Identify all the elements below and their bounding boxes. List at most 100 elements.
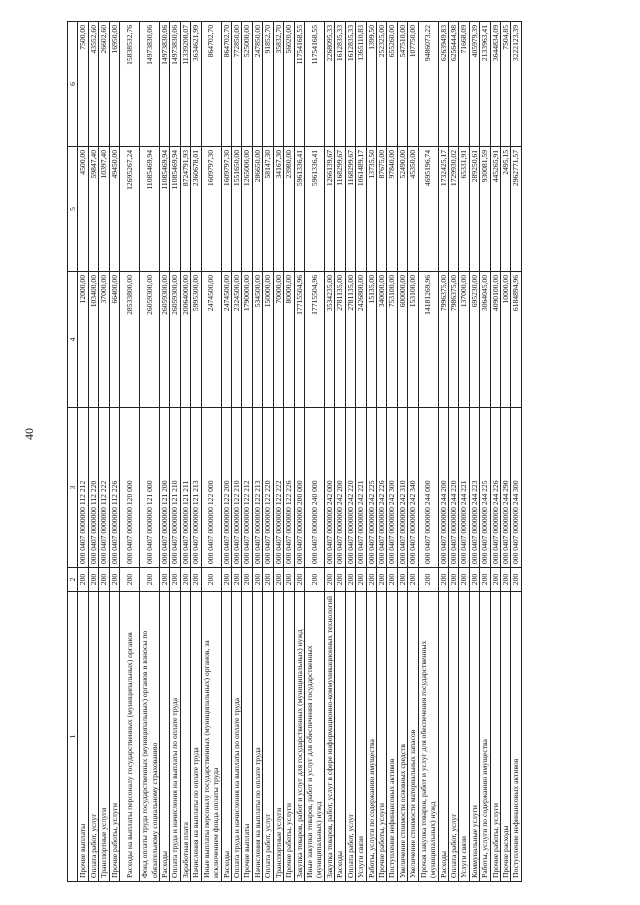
row-label: Транспортные услуги: [98, 591, 110, 882]
executed-amount: 1732425,17: [438, 146, 449, 272]
approved-amount: 6184894,96: [510, 271, 522, 408]
executed-amount: 5961336,41: [304, 146, 325, 272]
row-label: Услуги связи: [355, 591, 367, 882]
approved-amount: 137000,00: [458, 271, 470, 408]
budget-code: 000 0407 0000000 244 225: [479, 407, 491, 568]
unexecuted-amount: 6256444,98: [448, 21, 459, 147]
executed-amount: 1551650,00: [231, 146, 242, 272]
unexecuted-amount: 35832,70: [273, 21, 284, 147]
unexecuted-amount: 1365110,83: [355, 21, 367, 147]
row-code: 200: [407, 567, 419, 592]
column-header: 6: [67, 21, 78, 147]
row-code: 200: [438, 567, 449, 592]
row-code: 200: [490, 567, 501, 592]
row-code: 200: [77, 567, 89, 592]
executed-amount: 1266139,67: [324, 146, 335, 272]
unexecuted-amount: 11339208,07: [180, 21, 191, 147]
approved-amount: 600000,00: [397, 271, 408, 408]
row-code: 200: [397, 567, 408, 592]
approved-amount: 10000,00: [500, 271, 511, 408]
budget-code: 000 0407 0000000 122 220: [262, 407, 274, 568]
approved-amount: 7996375,00: [438, 271, 449, 408]
executed-amount: 2495,15: [500, 146, 511, 272]
budget-code: 000 0407 0000000 242 000: [324, 407, 335, 568]
executed-amount: 52490,00: [397, 146, 408, 272]
approved-amount: 753100,00: [386, 271, 398, 408]
unexecuted-amount: 1399,50: [366, 21, 377, 147]
unexecuted-amount: 107750,00: [407, 21, 419, 147]
executed-amount: 1729930,02: [448, 146, 459, 272]
row-label: Оплата труда и начисления на выплаты по …: [169, 591, 181, 882]
table-row: Оплата труда и начисления на выплаты по …: [169, 21, 181, 882]
approved-amount: 2474500,00: [221, 271, 232, 408]
row-code: 200: [386, 567, 398, 592]
row-code: 200: [334, 567, 346, 592]
budget-code: 000 0407 0000000 244 221: [458, 407, 470, 568]
row-label: Расходы: [221, 591, 232, 882]
budget-code: 000 0407 0000000 240 000: [304, 407, 325, 568]
table-row: Иные закупки товаров, работ и услуг для …: [304, 21, 325, 882]
budget-code: 000 0407 0000000 121 210: [169, 407, 181, 568]
row-label: Начисления на выплаты по оплате труда: [190, 591, 202, 882]
budget-code: 000 0407 0000000 244 000: [418, 407, 439, 568]
unexecuted-amount: 11754168,55: [304, 21, 325, 147]
row-label: Закупка товаров, работ и услуг для госуд…: [294, 591, 305, 882]
executed-amount: 1168299,67: [334, 146, 346, 272]
unexecuted-amount: 405979,39: [469, 21, 480, 147]
executed-amount: 10397,40: [98, 146, 110, 272]
approved-amount: 340000,00: [376, 271, 387, 408]
executed-amount: 11085469,94: [159, 146, 170, 272]
executed-amount: 289250,61: [469, 146, 480, 272]
executed-amount: 1609797,30: [221, 146, 232, 272]
row-label: Коммунальные услуги: [469, 591, 480, 882]
table-row: Оплата труда и начисления на выплаты по …: [231, 21, 242, 882]
row-label: Увеличение стоимости основных средств: [397, 591, 408, 882]
budget-code: 000 0407 0000000 244 300: [510, 407, 522, 568]
row-code: 200: [479, 567, 491, 592]
approved-amount: 534500,00: [252, 271, 263, 408]
approved-amount: 5995300,00: [190, 271, 202, 408]
approved-amount: 26059300,00: [139, 271, 160, 408]
row-label: Прочие работы, услуги: [109, 591, 120, 882]
row-label: Заработная плата: [180, 591, 191, 882]
unexecuted-amount: 547510,00: [397, 21, 408, 147]
budget-code: 000 0407 0000000 122 210: [231, 407, 242, 568]
budget-code: 000 0407 0000000 122 226: [283, 407, 294, 568]
budget-code: 000 0407 0000000 122 000: [201, 407, 222, 568]
budget-code: 000 0407 0000000 122 213: [252, 407, 263, 568]
unexecuted-amount: 14973830,06: [169, 21, 181, 147]
unexecuted-amount: 6263949,83: [438, 21, 449, 147]
row-code: 200: [273, 567, 284, 592]
executed-amount: 1168299,67: [345, 146, 356, 272]
approved-amount: 7986375,00: [448, 271, 459, 408]
unexecuted-amount: 525000,00: [241, 21, 253, 147]
executed-amount: 59847,40: [88, 146, 99, 272]
row-code: 200: [119, 567, 140, 592]
executed-amount: 930081,59: [479, 146, 491, 272]
table-row: Прочая закупка товаров, работ и услуг дл…: [418, 21, 439, 882]
approved-amount: 17715504,96: [304, 271, 325, 408]
row-label: Оплата работ, услуг: [345, 591, 356, 882]
approved-amount: 2324500,00: [231, 271, 242, 408]
budget-code: 000 0407 0000000 200 000: [294, 407, 305, 568]
approved-amount: 26059300,00: [169, 271, 181, 408]
approved-amount: 66400,00: [109, 271, 120, 408]
approved-amount: 103400,00: [88, 271, 99, 408]
executed-amount: 97840,00: [386, 146, 398, 272]
budget-code: 000 0407 0000000 244 200: [438, 407, 449, 568]
page-number: 40: [22, 428, 36, 440]
row-label: Иные закупки товаров, работ и услуг для …: [304, 591, 325, 882]
unexecuted-amount: 864702,70: [221, 21, 232, 147]
table-row: Фонд оплаты труда государственных (муниц…: [139, 21, 160, 882]
row-code: 200: [500, 567, 511, 592]
approved-amount: 26059300,00: [159, 271, 170, 408]
